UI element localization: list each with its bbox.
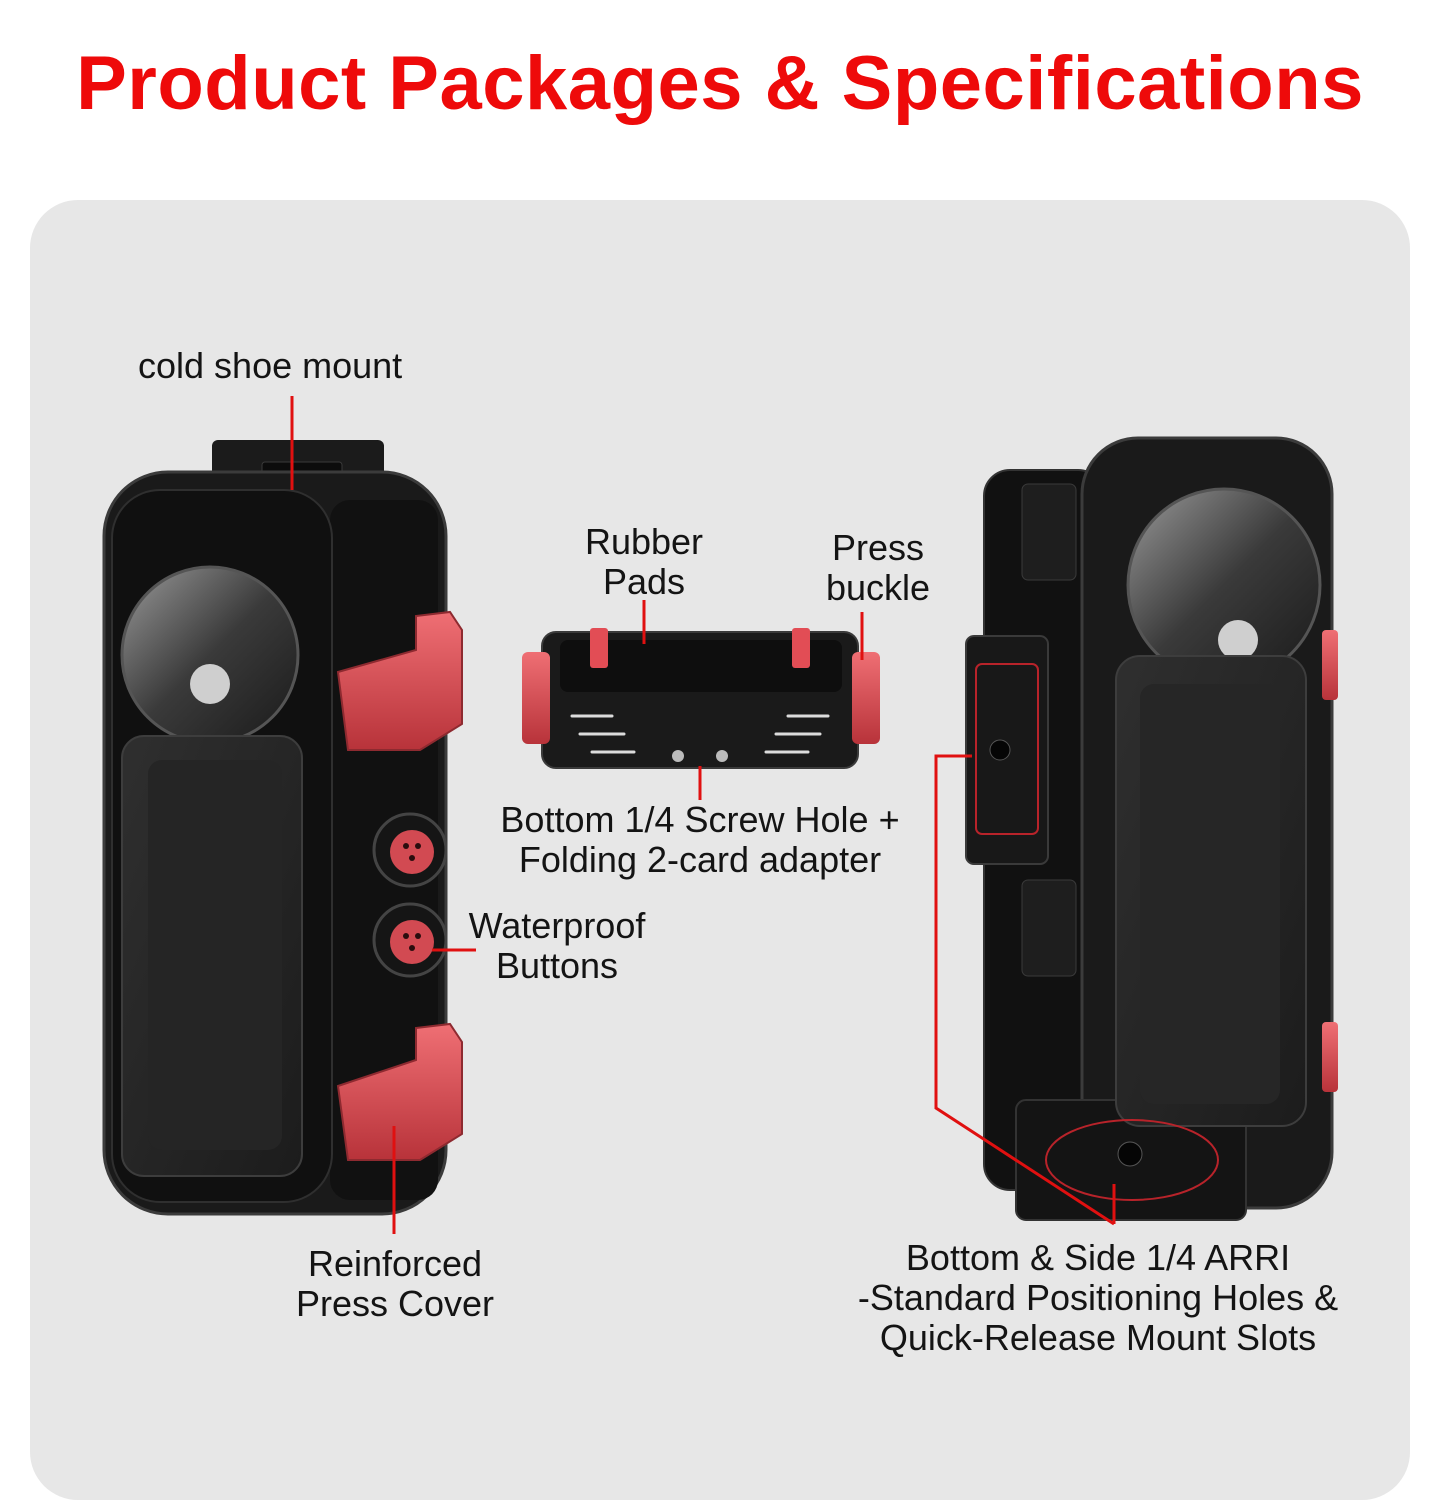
- reinforced-line-1: Reinforced: [307, 1243, 483, 1284]
- press-buckle-line-2: buckle: [825, 567, 931, 608]
- hinge-top: [1021, 483, 1077, 581]
- right-top-buckle: [1322, 630, 1338, 700]
- cold-shoe-mount-label: cold shoe mount: [138, 346, 402, 386]
- right-screen-inner: [1140, 684, 1280, 1104]
- right-bottom-buckle: [1322, 1022, 1338, 1092]
- waterproof-buttons-line-2: Buttons: [495, 945, 619, 986]
- left-lens-inner: [190, 664, 230, 704]
- adapter-screw-hole-1: [672, 750, 684, 762]
- product-illustration: [102, 396, 1338, 1234]
- waterproof-buttons-line-1: Waterproof: [468, 905, 646, 946]
- reinforced-line-2: Press Cover: [295, 1283, 495, 1324]
- adapter-left-buckle: [522, 652, 550, 744]
- screw-hole-line-2: Folding 2-card adapter: [518, 839, 882, 880]
- arri-line-1: Bottom & Side 1/4 ARRI: [905, 1237, 1291, 1278]
- left-screen-inner: [148, 760, 282, 1150]
- adapter-screw-hole-2: [716, 750, 728, 762]
- adapter-top-plate: [560, 640, 842, 692]
- rubber-pads-label: Rubber Pads: [556, 522, 732, 602]
- leader-arri: [934, 754, 1115, 1226]
- hinge-bottom: [1021, 879, 1077, 977]
- page-title: Product Packages & Specifications: [76, 41, 1364, 126]
- cold-shoe-mount-text: cold shoe mount: [138, 345, 403, 386]
- screw-hole-line-1: Bottom 1/4 Screw Hole +: [500, 799, 900, 840]
- rubber-pads-line-1: Rubber: [584, 521, 704, 562]
- rubber-pad-left: [590, 628, 608, 668]
- right-lens-inner: [1218, 620, 1258, 660]
- bottom-press-cover: [336, 1022, 463, 1161]
- rubber-pad-right: [792, 628, 810, 668]
- adapter-right-buckle: [852, 652, 880, 744]
- bottom-screw-hole: [1117, 1141, 1143, 1167]
- press-buckle-line-1: Press: [831, 527, 925, 568]
- card-adapter: [522, 628, 880, 769]
- left-lens-dome: [120, 565, 300, 745]
- screw-hole-label: Bottom 1/4 Screw Hole + Folding 2-card a…: [470, 800, 930, 880]
- side-screw-hole: [989, 739, 1011, 761]
- top-press-cover: [336, 610, 463, 751]
- side-mount-outline: [975, 663, 1039, 835]
- right-housing: [965, 436, 1338, 1221]
- press-buckle-label: Press buckle: [800, 528, 956, 608]
- leader-lines: [290, 396, 1116, 1234]
- waterproof-buttons-label: Waterproof Buttons: [454, 906, 660, 986]
- arri-line-3: Quick-Release Mount Slots: [879, 1317, 1317, 1358]
- waterproof-button-bottom: [372, 902, 448, 978]
- arri-line-2: -Standard Positioning Holes &: [857, 1277, 1339, 1318]
- rubber-pads-line-2: Pads: [602, 561, 686, 602]
- waterproof-button-top: [372, 812, 448, 888]
- left-housing: [102, 440, 463, 1216]
- reinforced-press-cover-label: Reinforced Press Cover: [276, 1244, 514, 1324]
- arri-holes-label: Bottom & Side 1/4 ARRI -Standard Positio…: [824, 1238, 1372, 1358]
- bottom-mount-outline: [1045, 1119, 1219, 1201]
